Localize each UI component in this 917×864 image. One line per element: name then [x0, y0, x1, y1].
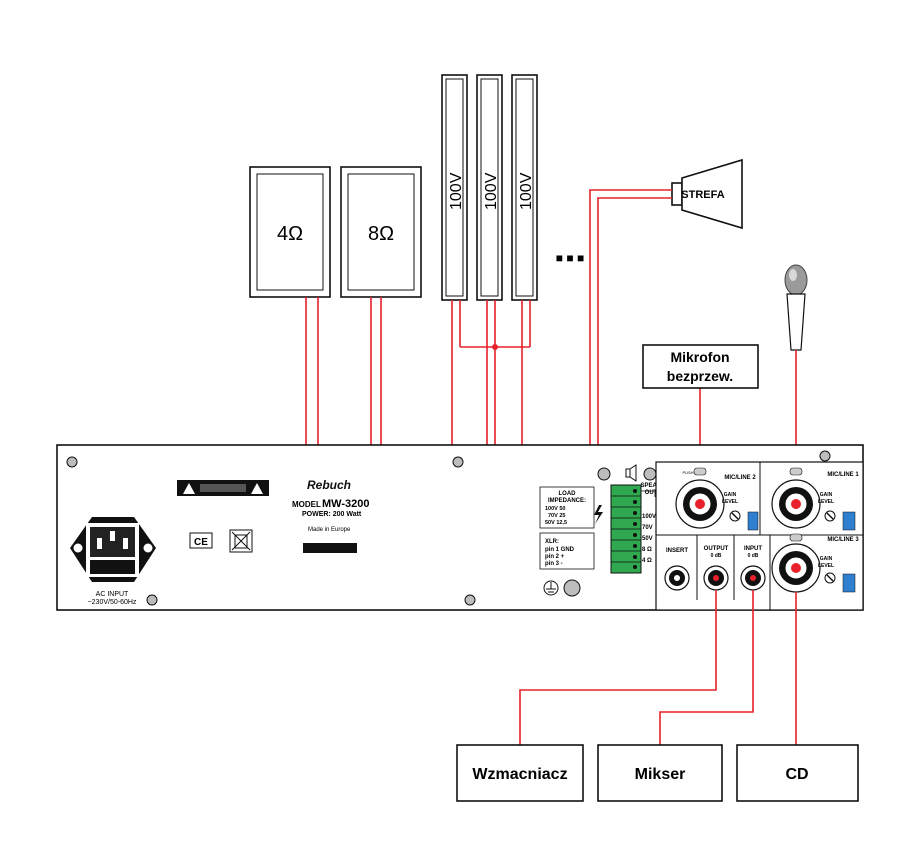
speaker-8-ohm-label: 8Ω [368, 223, 394, 245]
output-db-label: 0 dB [711, 553, 722, 559]
wireless-mic-label-1: Mikrofon [670, 349, 729, 365]
lightning-icon [594, 505, 603, 524]
output-jack [703, 565, 729, 591]
ground-screw-icon [563, 579, 581, 597]
dip-switch-icon [842, 511, 856, 531]
power-rating: POWER: 200 Watt [302, 511, 362, 518]
column-speaker-2-label: 100V [483, 172, 500, 210]
cd-label: CD [785, 766, 808, 783]
xlr-pin: pin 1 GND [545, 547, 575, 553]
screw-icon [146, 594, 158, 606]
gain-label: GAIN [820, 492, 833, 498]
screw-icon [66, 456, 78, 468]
gain-level-label: LEVEL [818, 499, 834, 505]
mixer-box: Mikser [597, 744, 723, 802]
mic-line1-combo-jack [771, 467, 821, 529]
column-speaker-1: 100V [441, 74, 468, 301]
amplifier-box: Wzmacniacz [456, 744, 584, 802]
xlr-pinout-box: XLR: pin 1 GND pin 2 + pin 3 - [539, 532, 595, 570]
dip-switch-icon [747, 511, 759, 531]
more-speakers-ellipsis: ■ ■ ■ [556, 251, 584, 265]
insert-label: INSERT [666, 548, 688, 554]
load-imp-row: 50V 12,5 [545, 520, 567, 526]
mixer-label: Mikser [635, 766, 686, 783]
output-label: OUTPUT [704, 546, 729, 552]
gain-level-label: LEVEL [722, 499, 738, 505]
mic-line3-label: MIC/LINE 3 [827, 537, 859, 543]
screw-icon [643, 467, 657, 481]
horn-speaker-label: STREFA [681, 189, 724, 201]
made-in-label: Made in Europe [308, 527, 351, 533]
xlr-title: XLR: [545, 539, 559, 545]
serial-sticker [303, 543, 357, 553]
screw-icon [452, 456, 464, 468]
load-imp-title: LOAD [559, 491, 577, 497]
load-imp-row: 70V 25 [548, 513, 565, 519]
column-speaker-3: 100V [511, 74, 538, 301]
horn-speaker: STREFA [671, 158, 743, 230]
insert-jack [664, 565, 690, 591]
dip-switch-icon [842, 573, 856, 593]
load-imp-subtitle: IMPEDANCE: [548, 498, 586, 504]
gain-label: GAIN [724, 492, 737, 498]
speaker-out-icon [625, 464, 637, 482]
ac-input-socket [70, 517, 156, 582]
screw-icon [819, 450, 831, 462]
input-label: INPUT [744, 546, 762, 552]
ground-terminal-icon [543, 580, 559, 596]
model-number: MW-3200 [322, 498, 369, 510]
amplifier-label: Wzmacniacz [472, 766, 567, 783]
mic-line3-combo-jack [771, 533, 821, 593]
screw-icon [464, 594, 476, 606]
speaker-4-ohm-label: 4Ω [277, 223, 303, 245]
microphone [784, 264, 808, 351]
wireless-mic-box: Mikrofon bezprzew. [642, 344, 759, 389]
terminal-label-70v: 70V [642, 525, 653, 531]
speaker-terminal-block [610, 484, 642, 574]
brand-logo: Rebuch [307, 478, 351, 492]
model-prefix: MODEL [292, 500, 321, 509]
column-speaker-3-label: 100V [518, 172, 535, 210]
weee-bin-icon [229, 529, 253, 553]
xlr-pin: pin 3 - [545, 561, 563, 567]
gain-label: GAIN [820, 556, 833, 562]
input-db-label: 0 dB [748, 553, 759, 559]
source-wires [519, 590, 797, 745]
load-imp-row: 100V 50 [545, 506, 566, 512]
speaker-8-ohm: 8Ω [340, 166, 422, 298]
speaker-out-label: SPEAKER [640, 483, 670, 489]
speaker-4-ohm: 4Ω [249, 166, 331, 298]
column-speaker-2: 100V [476, 74, 503, 301]
speaker-out-label-2: OUT [645, 490, 658, 496]
mic-line2-label: MIC/LINE 2 [724, 475, 756, 481]
push-label: PUSH [682, 470, 693, 475]
mic-line2-combo-jack [675, 467, 725, 529]
input-jack [740, 565, 766, 591]
warning-label [177, 480, 269, 496]
screw-icon [597, 467, 611, 481]
column-speaker-1-label: 100V [448, 172, 465, 210]
ac-input-voltage: ~230V/50-60Hz [88, 599, 137, 606]
gain-level-label: LEVEL [818, 563, 834, 569]
terminal-label-100v: 100V [642, 514, 656, 520]
wireless-mic-label-2: bezprzew. [667, 368, 733, 384]
xlr-pin: pin 2 + [545, 554, 565, 560]
terminal-label-4ohm: 4 Ω [642, 558, 652, 564]
terminal-label-50v: 50V [642, 536, 653, 542]
load-impedance-box: LOAD IMPEDANCE: 100V 50 70V 25 50V 12,5 [539, 486, 595, 529]
terminal-label-8ohm: 8 Ω [642, 547, 652, 553]
ac-input-label: AC INPUT [96, 591, 129, 598]
cd-box: CD [736, 744, 859, 802]
mic-line1-label: MIC/LINE 1 [827, 472, 859, 478]
amplifier-rear-panel: AC INPUT ~230V/50-60Hz Rebuch MODEL MW-3… [56, 444, 864, 611]
ce-mark: CE [194, 537, 208, 548]
